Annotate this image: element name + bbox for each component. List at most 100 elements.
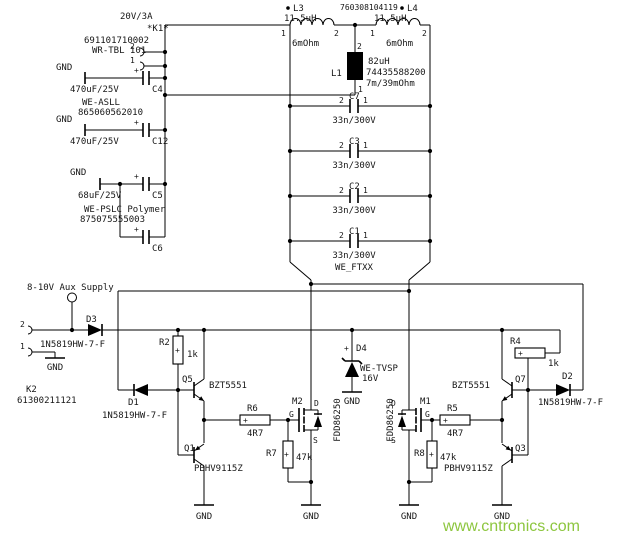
d1-ref: D1: [128, 398, 139, 408]
c1-value: 33n/300V: [332, 251, 376, 261]
diode-triangles: [88, 324, 570, 451]
m2-part: FDD86250: [333, 398, 343, 441]
d1-part: 1N5819HW-7-F: [102, 411, 167, 421]
l1-pin1: 1: [358, 85, 363, 94]
r7-value: 47k: [296, 453, 313, 463]
c5-ref: C5: [152, 191, 163, 201]
r5-ref: R5: [447, 404, 458, 414]
q3-part: PBHV9115Z: [444, 464, 493, 474]
c6-plus: +: [134, 225, 139, 234]
q5-part: BZT5551: [209, 381, 247, 391]
q3-emitter-arrow: [505, 445, 511, 451]
l3-phase-dot: [286, 6, 290, 10]
d4-tvs-triangle: [345, 362, 359, 377]
r7-body: [282, 440, 294, 469]
c2-pin1: 1: [363, 186, 368, 195]
gnd-label-d4: GND: [344, 397, 360, 407]
resistor-bodies: [172, 335, 546, 469]
tank-cap-series: WE_FTXX: [335, 263, 374, 273]
d2-ref: D2: [562, 372, 573, 382]
r4-ref: R4: [510, 337, 521, 347]
l4-phase-dot: [400, 6, 404, 10]
m2-pin-g: G: [289, 410, 294, 419]
l3-value: 11.5uH: [284, 14, 317, 24]
c7-value: 33n/300V: [332, 116, 376, 126]
c4-value: 470uF/25V: [70, 85, 119, 95]
m1-pin-s: S: [391, 436, 396, 445]
m2-body-diode-triangle: [314, 415, 322, 427]
q3-ref: Q3: [515, 444, 526, 454]
q5-emitter-arrow: [198, 396, 204, 401]
d4-series: WE-TVSP: [360, 364, 399, 374]
c3-pin1: 1: [363, 141, 368, 150]
tank-coil-part: 760308104119: [340, 3, 398, 12]
l4-value: 11.5uH: [374, 14, 407, 24]
m1-pin-g: G: [425, 410, 430, 419]
l4-pin2: 2: [422, 29, 427, 38]
c12-value: 470uF/25V: [70, 137, 119, 147]
l1-value: 82uH: [368, 57, 390, 67]
r5-plus: +: [443, 416, 448, 425]
k2-pin-arcs: [27, 325, 33, 357]
c3-pin2: 2: [339, 141, 344, 150]
c12-ref: C12: [152, 137, 168, 147]
d3-diode-triangle: [88, 324, 102, 336]
inductor-l1-body: [347, 52, 363, 80]
d2-part: 1N5819HW-7-F: [538, 398, 603, 408]
k1-part: 691101710002: [84, 36, 149, 46]
r6-plus: +: [243, 416, 248, 425]
r4-value: 1k: [548, 359, 559, 369]
k2-part: 61300211121: [17, 396, 77, 406]
q1-ref: Q1: [184, 444, 195, 454]
tank-cap-plates: [349, 99, 359, 248]
d4-value: 16V: [362, 374, 379, 384]
asll-part: 865060562010: [78, 108, 143, 118]
l3-ref: L3: [293, 4, 304, 14]
pslc-series: WE-PSLC Polymer: [84, 205, 166, 215]
gnd-label-m1: GND: [401, 512, 417, 522]
watermark-text: www.cntronics.com: [442, 518, 580, 535]
inductor-l3-coil: [289, 18, 335, 26]
gnd-label-m2: GND: [303, 512, 319, 522]
asll-series: WE-ASLL: [82, 98, 120, 108]
r2-body: [172, 335, 184, 365]
r8-plus: +: [429, 450, 434, 459]
inductor-l4-coil: [375, 18, 421, 26]
m1-pin-d: D: [391, 399, 396, 408]
gnd-label-k2: GND: [47, 363, 63, 373]
m1-body-diode-triangle: [398, 415, 406, 427]
c1-pin1: 1: [363, 231, 368, 240]
mosfet-gate-bars: [298, 408, 422, 432]
k2-pin1: 1: [20, 342, 25, 351]
r2-plus: +: [175, 346, 180, 355]
d1-diode-triangle: [134, 384, 148, 396]
l4-pin1: 1: [370, 29, 375, 38]
m1-ref: M1: [420, 397, 431, 407]
k2-pin2: 2: [20, 320, 25, 329]
c5-plus: +: [134, 172, 139, 181]
l4-resistance: 6mOhm: [386, 39, 413, 49]
c7-pin2: 2: [339, 96, 344, 105]
l4-ref: L4: [407, 4, 418, 14]
r6-body: [239, 414, 271, 426]
l1-ref: L1: [331, 69, 342, 79]
input-rating: 20V/3A: [120, 12, 153, 22]
pslc-part: 875075555003: [80, 215, 145, 225]
q1-part: PBHV9115Z: [194, 464, 243, 474]
l3-resistance: 6mOhm: [292, 39, 319, 49]
d3-ref: D3: [86, 315, 97, 325]
gnd-label-q3: GND: [494, 512, 510, 522]
k1-pin2: 2: [130, 42, 135, 51]
bjt-base-bars: [193, 382, 513, 463]
c3-ref: C3: [349, 137, 360, 147]
gnd-label-c4: GND: [56, 63, 72, 73]
r8-body: [426, 440, 438, 469]
r2-ref: R2: [159, 338, 170, 348]
r8-value: 47k: [440, 453, 457, 463]
c4-plus: +: [134, 66, 139, 75]
c2-value: 33n/300V: [332, 206, 376, 216]
mosfet-channel-bars: [303, 408, 417, 432]
r4-plus: +: [518, 349, 523, 358]
gnd-bars: [45, 357, 512, 506]
c5-value: 68uF/25V: [78, 191, 122, 201]
